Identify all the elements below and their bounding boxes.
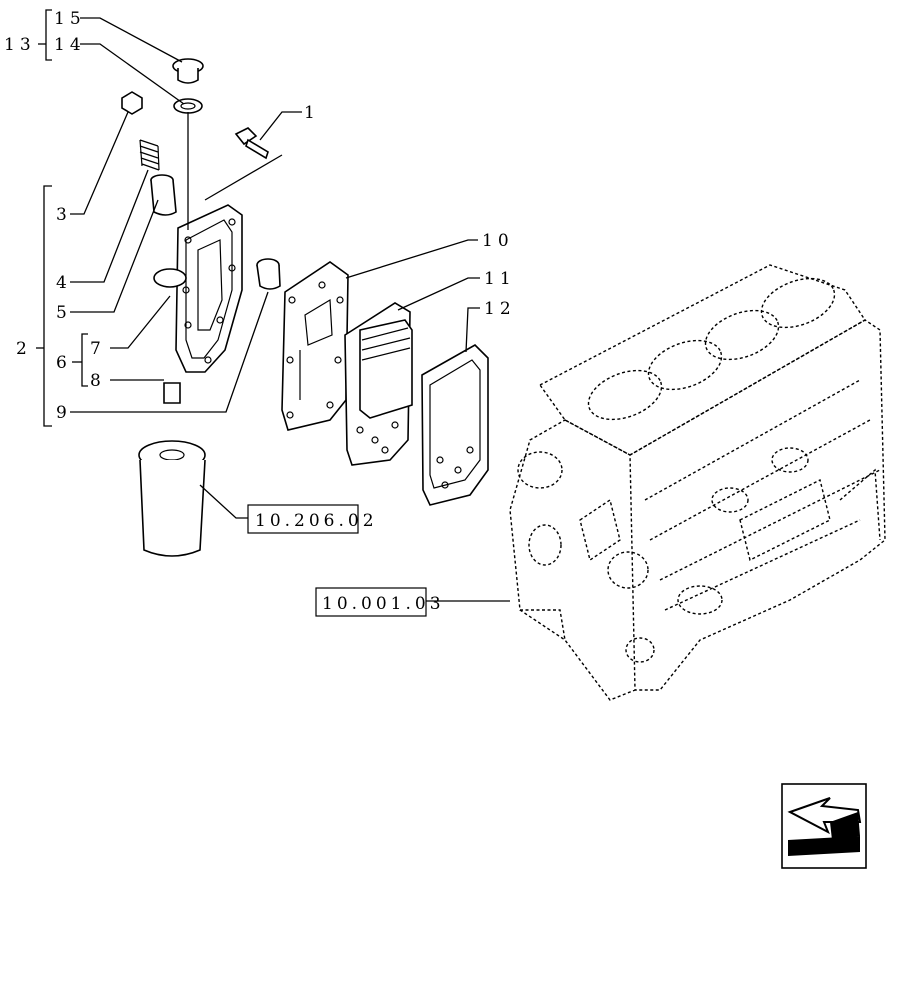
leader-lines [36,9,510,602]
callout-15: 15 [54,9,86,29]
part-8-nipple [163,382,181,404]
back-arrow-icon[interactable] [781,783,867,869]
part-5-sleeve [150,174,177,216]
part-4-spring [139,139,160,171]
callout-1: 1 [304,103,320,123]
callout-13: 13 [4,35,36,55]
part-9-sleeve [256,258,281,290]
callout-9: 9 [56,403,72,423]
callout-4: 4 [56,273,72,293]
callout-7: 7 [90,339,106,359]
callout-labels: 15 14 13 1 3 4 5 2 6 7 8 9 10 11 12 [4,9,516,423]
callout-14: 14 [54,35,86,55]
part-1-bolt [234,127,269,160]
part-14-washer [173,98,203,114]
callout-3: 3 [56,205,72,225]
part-11-cooler [344,302,413,466]
part-3-plug [121,91,143,115]
callout-5: 5 [56,303,72,323]
part-15-cap [172,58,204,84]
engine-block [509,264,886,701]
block-reference-box[interactable]: 10.001.03 [315,587,445,617]
filter-reference-label: 10.206.02 [255,511,378,531]
callout-11: 11 [484,269,516,289]
callout-2: 2 [16,339,32,359]
callout-6: 6 [56,353,72,373]
callout-8: 8 [90,371,106,391]
part-2-housing [153,204,243,373]
part-10-gasket [281,261,349,431]
callout-10: 10 [482,231,514,251]
filter-reference-box[interactable]: 10.206.02 [247,504,378,534]
oil-filter [138,440,206,557]
part-12-gasket [421,344,489,506]
block-reference-label: 10.001.03 [322,594,445,614]
callout-12: 12 [484,299,516,319]
